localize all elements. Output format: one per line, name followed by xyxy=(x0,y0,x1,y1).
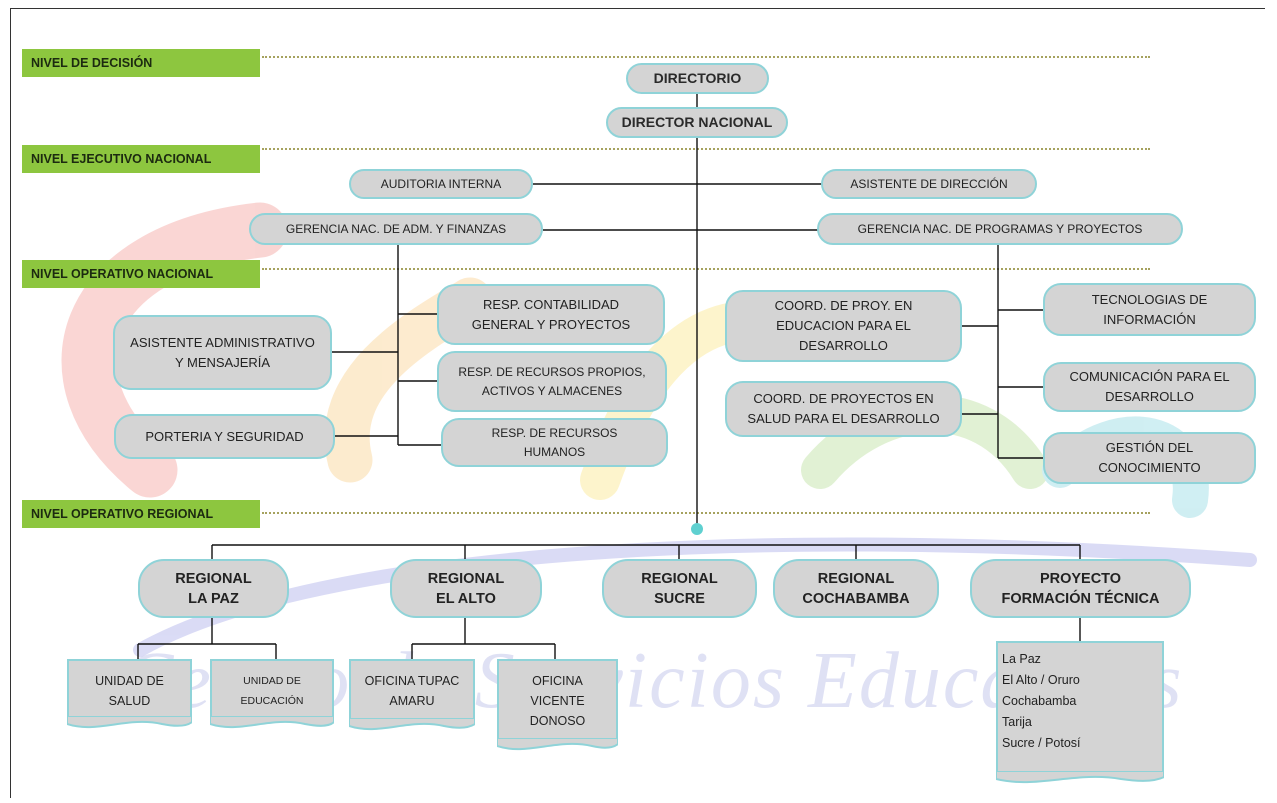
level-divider-operative-regional xyxy=(262,512,1150,514)
doc-formacion-sedes[interactable]: La Paz El Alto / Oruro Cochabamba Tarija… xyxy=(996,641,1164,784)
node-regional-el-alto-line: REGIONAL xyxy=(427,570,505,587)
junction-dot xyxy=(691,523,703,535)
doc-oficina-vicente-line: VICENTE xyxy=(530,694,585,708)
level-divider-operative-national xyxy=(262,268,1150,270)
node-asistente-administrativo-line: ASISTENTE ADMINISTRATIVO xyxy=(130,334,315,350)
doc-sede-item: Cochabamba xyxy=(1002,694,1077,708)
doc-oficina-vicente-donoso[interactable]: OFICINA VICENTE DONOSO xyxy=(497,659,618,751)
node-asistente-direccion[interactable]: ASISTENTE DE DIRECCIÓN xyxy=(821,169,1037,199)
doc-wave xyxy=(996,771,1164,784)
node-gerencia-adm-finanzas[interactable]: GERENCIA NAC. DE ADM. Y FINANZAS xyxy=(249,213,543,245)
node-coord-salud[interactable]: COORD. DE PROYECTOS EN SALUD PARA EL DESA… xyxy=(725,381,962,437)
node-proyecto-formacion-tecnica[interactable]: PROYECTO FORMACIÓN TÉCNICA xyxy=(970,559,1191,618)
doc-oficina-tupac-line: AMARU xyxy=(389,694,435,708)
level-decision-label: NIVEL DE DECISIÓN xyxy=(22,49,260,77)
node-coord-salud-line: COORD. DE PROYECTOS EN xyxy=(753,391,934,406)
doc-oficina-tupac-line: OFICINA TUPAC xyxy=(364,674,460,688)
doc-oficina-vicente-line: DONOSO xyxy=(529,714,586,728)
node-tecnologias-informacion[interactable]: TECNOLOGIAS DE INFORMACIÓN xyxy=(1043,283,1256,336)
node-coord-educacion-line: COORD. DE PROY. EN xyxy=(774,298,913,313)
node-resp-recursos-propios-line: RESP. DE RECURSOS PROPIOS, xyxy=(458,364,646,379)
node-director-nacional[interactable]: DIRECTOR NACIONAL xyxy=(606,107,788,138)
node-gestion-conocimiento[interactable]: GESTIÓN DEL CONOCIMIENTO xyxy=(1043,432,1256,484)
node-resp-recursos-humanos-line: RESP. DE RECURSOS xyxy=(491,425,618,440)
node-resp-recursos-propios-line: ACTIVOS Y ALMACENES xyxy=(481,383,623,398)
node-comunicacion-line: DESARROLLO xyxy=(1105,389,1194,404)
node-comunicacion-line: COMUNICACIÓN PARA EL xyxy=(1069,369,1230,384)
node-asistente-administrativo[interactable]: ASISTENTE ADMINISTRATIVO Y MENSAJERÍA xyxy=(113,315,332,390)
node-tecnologias-line: INFORMACIÓN xyxy=(1103,311,1196,327)
node-resp-recursos-propios[interactable]: RESP. DE RECURSOS PROPIOS, ACTIVOS Y ALMA… xyxy=(437,351,667,412)
level-divider-executive xyxy=(262,148,1150,150)
node-regional-la-paz[interactable]: REGIONAL LA PAZ xyxy=(138,559,289,618)
node-proyecto-formacion-line: FORMACIÓN TÉCNICA xyxy=(1001,590,1160,607)
node-coord-educacion-line: DESARROLLO xyxy=(799,338,888,353)
level-executive-label: NIVEL EJECUTIVO NACIONAL xyxy=(22,145,260,173)
node-resp-recursos-humanos-line: HUMANOS xyxy=(523,444,586,459)
node-gestion-line: GESTIÓN DEL xyxy=(1105,440,1194,455)
level-operative-national-label: NIVEL OPERATIVO NACIONAL xyxy=(22,260,260,288)
chart-frame xyxy=(10,8,1265,798)
doc-unidad-salud-line: SALUD xyxy=(108,694,151,708)
node-coord-educacion[interactable]: COORD. DE PROY. EN EDUCACION PARA EL DESAR… xyxy=(725,290,962,362)
node-coord-educacion-line: EDUCACION PARA EL xyxy=(776,318,911,333)
node-regional-sucre[interactable]: REGIONAL SUCRE xyxy=(602,559,757,618)
doc-wave xyxy=(210,716,334,729)
doc-unidad-salud-line: UNIDAD DE xyxy=(95,674,164,688)
node-auditoria-interna[interactable]: AUDITORIA INTERNA xyxy=(349,169,533,199)
node-directorio[interactable]: DIRECTORIO xyxy=(626,63,769,94)
node-regional-cochabamba[interactable]: REGIONAL COCHABAMBA xyxy=(773,559,939,618)
level-operative-regional-label: NIVEL OPERATIVO REGIONAL xyxy=(22,500,260,528)
node-regional-el-alto-line: EL ALTO xyxy=(436,590,496,607)
doc-wave xyxy=(349,718,475,731)
node-resp-contabilidad-line: GENERAL Y PROYECTOS xyxy=(471,316,631,332)
node-resp-recursos-humanos[interactable]: RESP. DE RECURSOS HUMANOS xyxy=(441,418,668,467)
node-regional-la-paz-line: LA PAZ xyxy=(188,590,239,607)
doc-sede-item: La Paz xyxy=(1002,652,1041,666)
node-tecnologias-line: TECNOLOGIAS DE xyxy=(1091,291,1208,307)
doc-unidad-educacion[interactable]: UNIDAD DE EDUCACIÓN xyxy=(210,659,334,729)
doc-unidad-educacion-line: UNIDAD DE xyxy=(243,675,301,687)
doc-unidad-educacion-line: EDUCACIÓN xyxy=(240,695,304,707)
level-divider-decision xyxy=(262,56,1150,58)
doc-sede-item: Sucre / Potosí xyxy=(1002,736,1081,750)
node-regional-cochabamba-line: REGIONAL xyxy=(817,570,895,587)
doc-oficina-vicente-line: OFICINA xyxy=(532,674,583,688)
doc-unidad-salud[interactable]: UNIDAD DE SALUD xyxy=(67,659,192,729)
node-regional-cochabamba-line: COCHABAMBA xyxy=(802,590,910,607)
doc-oficina-tupac-amaru[interactable]: OFICINA TUPAC AMARU xyxy=(349,659,475,731)
node-proyecto-formacion-line: PROYECTO xyxy=(1039,570,1122,587)
node-regional-sucre-line: SUCRE xyxy=(654,590,705,607)
doc-wave xyxy=(497,738,618,751)
node-regional-el-alto[interactable]: REGIONAL EL ALTO xyxy=(390,559,542,618)
doc-wave xyxy=(67,716,192,729)
node-resp-contabilidad[interactable]: RESP. CONTABILIDAD GENERAL Y PROYECTOS xyxy=(437,284,665,345)
node-regional-sucre-line: REGIONAL xyxy=(641,570,718,587)
node-porteria-seguridad[interactable]: PORTERIA Y SEGURIDAD xyxy=(114,414,335,459)
node-gerencia-programas-proyectos[interactable]: GERENCIA NAC. DE PROGRAMAS Y PROYECTOS xyxy=(817,213,1183,245)
node-gestion-line: CONOCIMIENTO xyxy=(1098,460,1201,475)
node-coord-salud-line: SALUD PARA EL DESARROLLO xyxy=(747,411,940,426)
node-resp-contabilidad-line: RESP. CONTABILIDAD xyxy=(482,296,620,312)
node-regional-la-paz-line: REGIONAL xyxy=(175,570,252,587)
node-asistente-administrativo-line: Y MENSAJERÍA xyxy=(174,354,271,370)
doc-sede-item: El Alto / Oruro xyxy=(1002,673,1080,687)
doc-sede-item: Tarija xyxy=(1002,715,1032,729)
node-comunicacion-desarrollo[interactable]: COMUNICACIÓN PARA EL DESARROLLO xyxy=(1043,362,1256,412)
